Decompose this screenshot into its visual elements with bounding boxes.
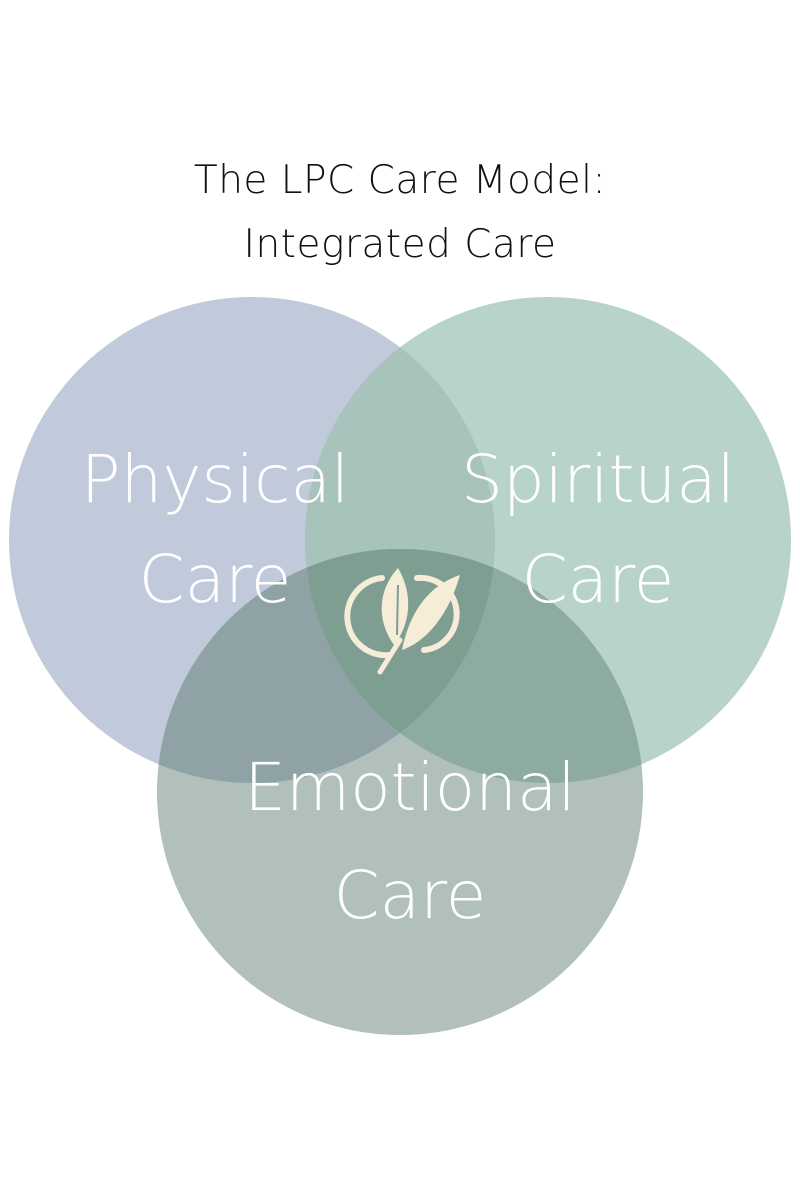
- spiritual-label-line-2: Care: [522, 541, 675, 618]
- leaf-logo-icon: [344, 568, 460, 675]
- physical-emotional-overlap: [157, 549, 495, 783]
- spiritual-emotional-overlap: [305, 549, 643, 783]
- title-line-2: Integrated Care: [243, 222, 557, 267]
- emotional-label-line-1: Emotional: [244, 749, 576, 826]
- emotional-label-line-2: Care: [334, 857, 487, 934]
- physical-label-line-2: Care: [139, 541, 292, 618]
- spiritual-label-line-1: Spiritual: [461, 441, 735, 518]
- title-line-1: The LPC Care Model:: [193, 158, 607, 203]
- physical-label-line-1: Physical: [81, 441, 349, 518]
